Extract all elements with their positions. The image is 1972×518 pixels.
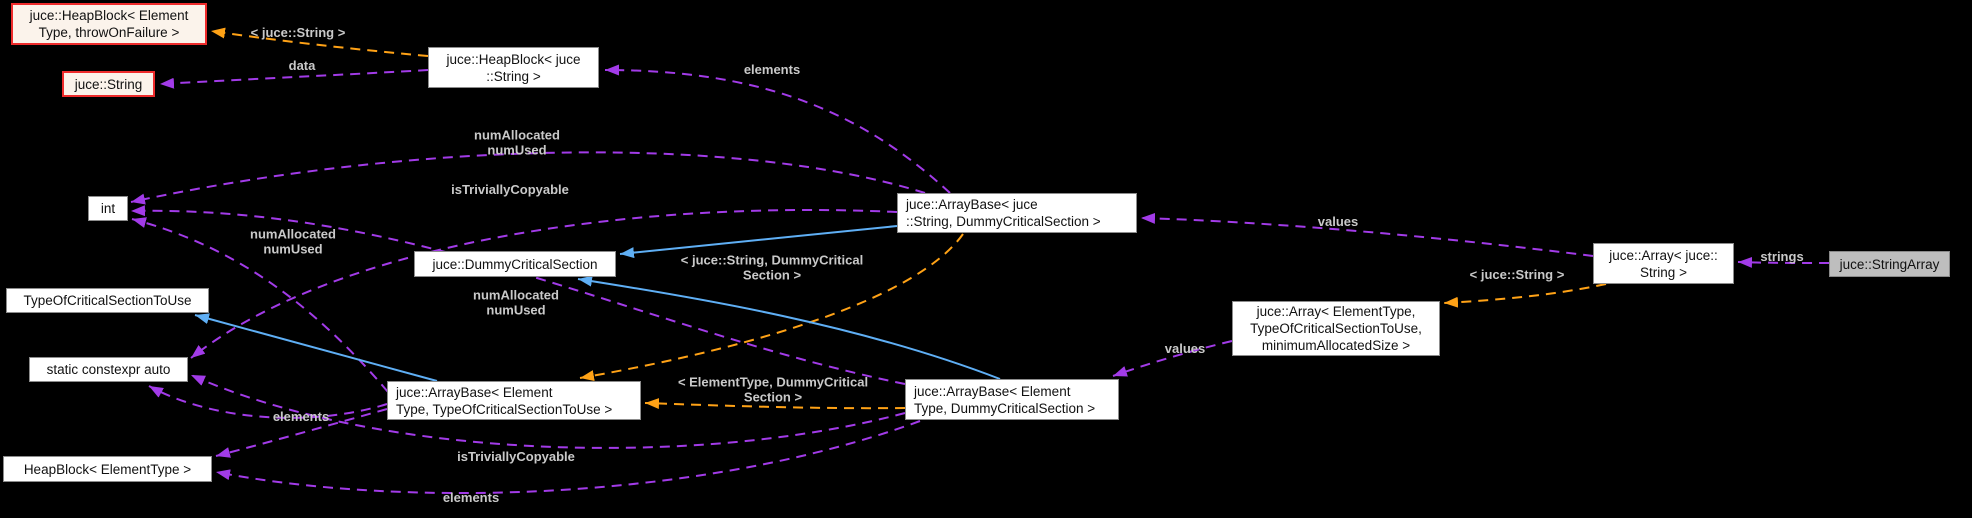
node-label: Type, DummyCriticalSection > [914,400,1096,416]
edge-label-template-juce-string-1: < juce::String > [250,24,346,40]
edge-elements-bottom [215,420,921,495]
node-arraybase-elementtype-tocstu[interactable]: juce::ArrayBase< Element Type, TypeOfCri… [387,381,641,420]
node-type-of-critical-section-to-use[interactable]: TypeOfCriticalSectionToUse [6,288,209,313]
edge-data [159,69,429,89]
node-label: TypeOfCriticalSectionToUse, [1250,321,1422,336]
edge-values-top [1140,212,1594,257]
edge-label-template-juce-string-2: < juce::String > [1469,266,1565,282]
node-dummy-critical-section[interactable]: juce::DummyCriticalSection [414,251,616,277]
node-static-constexpr-auto[interactable]: static constexpr auto [29,357,188,382]
edge-numallocated-top [130,151,926,205]
node-arraybase-juce-string-dcs[interactable]: juce::ArrayBase< juce ::String, DummyCri… [897,193,1137,233]
node-int[interactable]: int [88,196,128,221]
node-heapblock-elementtype[interactable]: HeapBlock< ElementType > [3,456,212,482]
edge-template-array [1443,283,1607,308]
node-label: String > [1640,264,1687,280]
node-label: HeapBlock< ElementType > [23,461,192,477]
edge-template-arraybase-element [644,397,906,410]
edge-istriviallycopyable-top [190,208,898,359]
edge-numallocated-left [131,217,389,393]
edge-template-arraybase-string [579,233,964,382]
edge-label-elements-top: elements [743,61,801,77]
edge-strings [1737,256,1830,268]
edge-inherit-dcs-2 [577,275,1001,380]
edge-label-elements-left: elements [272,408,330,424]
node-label: ::String > [486,68,541,84]
node-label: TypeOfCriticalSectionToUse [23,293,192,308]
node-label: juce::ArrayBase< Element [914,383,1071,399]
edge-istriviallycopyable-tocstu [148,385,388,419]
node-label: ::String, DummyCriticalSection > [906,214,1101,229]
edge-elements-top [604,64,951,194]
node-label: juce::StringArray [1839,256,1940,272]
edge-label-istriviallycopyable-top: isTriviallyCopyable [451,181,569,197]
node-array-juce-string[interactable]: juce::Array< juce:: String > [1593,243,1734,284]
node-arraybase-elementtype-dcs[interactable]: juce::ArrayBase< Element Type, DummyCrit… [905,379,1119,420]
node-array-elementtype[interactable]: juce::Array< ElementType, TypeOfCritical… [1232,301,1440,356]
node-label: juce::Array< juce:: [1609,247,1718,263]
node-juce-string[interactable]: juce::String [62,71,155,97]
node-label: Type, throwOnFailure > [38,25,180,40]
node-label: juce::HeapBlock< juce [446,51,581,67]
node-heapblock-element-throwonfailure[interactable]: juce::HeapBlock< Element Type, throwOnFa… [11,3,207,45]
edge-label-strings: strings [1760,248,1804,264]
edge-template-heapblock [210,27,429,57]
node-label: juce::Array< ElementType, [1256,304,1416,319]
edge-values-mid [1112,340,1233,377]
node-label: juce::String [74,76,143,92]
edge-istriviallycopyable-bottom [190,374,906,449]
edge-label-data: data [288,57,316,73]
node-label: juce::ArrayBase< Element [396,384,553,400]
node-label: int [100,201,116,216]
edge-inherit-tocstu [194,313,438,382]
node-label: juce::DummyCriticalSection [432,256,598,272]
node-label: Type, TypeOfCriticalSectionToUse > [396,401,613,417]
edge-label-values-top: values [1317,213,1359,229]
edge-inherit-dcs-1 [619,225,898,259]
node-stringarray: juce::StringArray [1829,251,1950,277]
edge-label-values-mid: values [1164,340,1206,356]
node-heapblock-juce-string[interactable]: juce::HeapBlock< juce ::String > [428,47,599,88]
edge-elements-left [215,408,388,458]
node-label: minimumAllocatedSize > [1261,338,1411,353]
node-label: static constexpr auto [46,362,171,377]
node-label: juce::ArrayBase< juce [906,197,1038,212]
edge-label-istriviallycopyable-bottom: isTriviallyCopyable [457,448,575,464]
edge-label-elements-bottom: elements [442,489,500,505]
node-label: juce::HeapBlock< Element [29,8,189,23]
